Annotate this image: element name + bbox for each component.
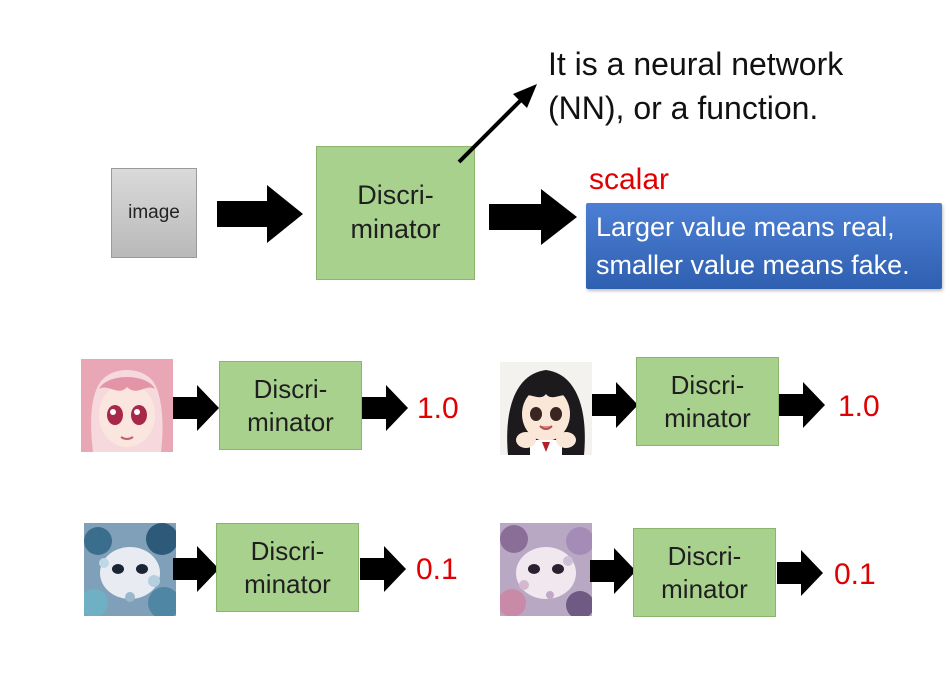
note-line-1: It is a neural network [548, 46, 844, 82]
arrow-right-icon [777, 550, 823, 596]
note-line-2: (NN), or a function. [548, 89, 819, 126]
arrow-right-icon [173, 385, 219, 431]
diagonal-arrow-icon [457, 84, 537, 164]
discriminator-label: Discri- minator [244, 536, 331, 599]
score-value: 1.0 [417, 392, 459, 425]
arrow-right-icon [362, 385, 408, 431]
discriminator-label: Discri- minator [350, 180, 441, 244]
noisy-generated-face-image [84, 523, 176, 616]
nn-note: It is a neural network (NN), or a functi… [548, 43, 843, 130]
score-value: 1.0 [838, 390, 880, 423]
image-label: image [128, 202, 180, 223]
discriminator-label: Discri- minator [247, 374, 334, 437]
image-input-box: image [111, 168, 197, 258]
discriminator-label: Discri- minator [661, 541, 748, 604]
score-value: 0.1 [416, 553, 458, 586]
anime-girl-dark-hair-image [500, 362, 592, 455]
discriminator-box-example-4: Discri- minator [633, 528, 776, 617]
discriminator-box-example-1: Discri- minator [219, 361, 362, 450]
arrow-right-icon [489, 189, 577, 245]
arrow-right-icon [217, 185, 303, 243]
arrow-right-icon [360, 546, 406, 592]
arrow-right-icon [779, 382, 825, 428]
explain-line-1: Larger value means real, [596, 212, 895, 242]
anime-girl-pink-hair-image [81, 359, 173, 452]
arrow-right-icon [592, 382, 638, 428]
explain-box: Larger value means real, smaller value m… [586, 203, 942, 289]
discriminator-label: Discri- minator [664, 370, 751, 433]
scalar-label: scalar [589, 163, 670, 196]
explain-line-2: smaller value means fake. [596, 249, 910, 280]
discriminator-box-main: Discri- minator [316, 146, 475, 280]
discriminator-box-example-3: Discri- minator [216, 523, 359, 612]
arrow-right-icon [173, 546, 219, 592]
score-value: 0.1 [834, 558, 876, 591]
noisy-generated-face-image [500, 523, 592, 616]
discriminator-box-example-2: Discri- minator [636, 357, 779, 446]
arrow-right-icon [590, 548, 636, 594]
